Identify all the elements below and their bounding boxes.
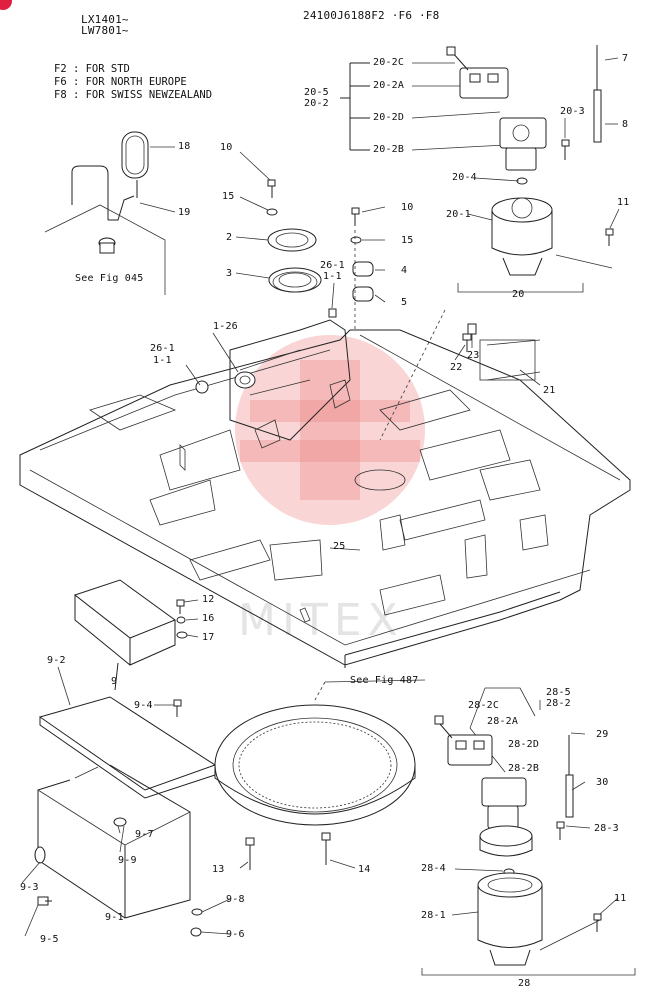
part-label-9: 9 — [111, 676, 118, 687]
part-label-8: 8 — [622, 119, 629, 130]
part-label-10: 10 — [220, 142, 233, 153]
part-label-1-26: 1-26 — [213, 321, 238, 332]
part-label-30: 30 — [596, 777, 609, 788]
part-label-9-6: 9-6 — [226, 929, 245, 940]
mirror-assembly — [44, 131, 176, 295]
part-label-18: 18 — [178, 141, 191, 152]
part-label-25: 25 — [333, 541, 346, 552]
part-label-9-9: 9-9 — [118, 855, 137, 866]
part-label-28-2a: 28-2A — [487, 716, 519, 727]
part-label-9-7: 9-7 — [135, 829, 154, 840]
revolving-frame — [19, 230, 631, 668]
part-label-20-5: 20-5 — [304, 87, 329, 98]
serial-range-1: LX1401~ — [81, 13, 129, 26]
swing-motor-assembly-20 — [340, 45, 619, 293]
part-label-9-5: 9-5 — [40, 934, 59, 945]
note-f6: F6 : FOR NORTH EUROPE — [54, 76, 187, 88]
note-f8: F8 : FOR SWISS NEWZEALAND — [54, 89, 213, 101]
drawing-number: 24100J6188F2 ·F6 ·F8 — [303, 9, 440, 22]
part-label-2: 2 — [226, 232, 233, 243]
part-label-26-1: 26-1 — [320, 260, 345, 271]
part-label-20-2c: 20-2C — [373, 57, 405, 68]
part-label-20: 20 — [512, 289, 525, 300]
part-label-11: 11 — [614, 893, 627, 904]
part-label-7: 7 — [622, 53, 629, 64]
part-label-10: 10 — [401, 202, 414, 213]
part-label-3: 3 — [226, 268, 233, 279]
part-label-23: 23 — [467, 350, 480, 361]
part-label-20-4: 20-4 — [452, 172, 477, 183]
watermark-logo — [235, 335, 425, 525]
swing-ring-gear — [214, 679, 426, 870]
swing-motor-assembly-28 — [421, 687, 636, 976]
watermark-text: MITEX — [238, 595, 404, 646]
leader-lines — [21, 118, 620, 937]
tool-box-small — [73, 579, 188, 666]
part-label-28-2: 28-2 — [546, 698, 571, 709]
part-label-13: 13 — [212, 864, 225, 875]
part-label-28-5: 28-5 — [546, 687, 571, 698]
part-label-11: 11 — [617, 197, 630, 208]
part-label-20-1: 20-1 — [446, 209, 471, 220]
part-label-1-1: 1-1 — [323, 271, 342, 282]
serial-range-2: LW7801~ — [81, 24, 129, 37]
part-label-28-2d: 28-2D — [508, 739, 540, 750]
part-label-9-4: 9-4 — [134, 700, 153, 711]
part-label-17: 17 — [202, 632, 215, 643]
seal-parts — [266, 179, 374, 302]
part-label-5: 5 — [401, 297, 408, 308]
battery-box-9 — [34, 662, 217, 937]
part-label-26-1: 26-1 — [150, 343, 175, 354]
part-label-20-2b: 20-2B — [373, 144, 405, 155]
part-label-15: 15 — [222, 191, 235, 202]
part-label-28-1: 28-1 — [421, 910, 446, 921]
part-label-28-2c: 28-2C — [468, 700, 500, 711]
part-label-22: 22 — [450, 362, 463, 373]
part-label-4: 4 — [401, 265, 408, 276]
part-label-21: 21 — [543, 385, 556, 396]
variant-notes: F2 : FOR STD F6 : FOR NORTH EUROPE F8 : … — [54, 63, 212, 102]
part-label-20-2d: 20-2D — [373, 112, 405, 123]
part-label-15: 15 — [401, 235, 414, 246]
note-f2: F2 : FOR STD — [54, 63, 130, 75]
part-label-9-3: 9-3 — [20, 882, 39, 893]
part-label-19: 19 — [178, 207, 191, 218]
part-label-9-2: 9-2 — [47, 655, 66, 666]
part-label-14: 14 — [358, 864, 371, 875]
part-label-28-4: 28-4 — [421, 863, 446, 874]
part-label-1-1: 1-1 — [153, 355, 172, 366]
part-label-28: 28 — [518, 978, 531, 989]
part-label-20-3: 20-3 — [560, 106, 585, 117]
part-label-28-2b: 28-2B — [508, 763, 540, 774]
part-label-20-2: 20-2 — [304, 98, 329, 109]
part-label-28-3: 28-3 — [594, 823, 619, 834]
ref-fig-487: See Fig 487 — [350, 675, 419, 686]
part-label-29: 29 — [596, 729, 609, 740]
part-label-9-8: 9-8 — [226, 894, 245, 905]
ref-fig-045: See Fig 045 — [75, 273, 144, 284]
part-label-16: 16 — [202, 613, 215, 624]
part-label-9-1: 9-1 — [105, 912, 124, 923]
part-label-12: 12 — [202, 594, 215, 605]
corner-badge — [0, 0, 12, 10]
part-label-20-2a: 20-2A — [373, 80, 405, 91]
